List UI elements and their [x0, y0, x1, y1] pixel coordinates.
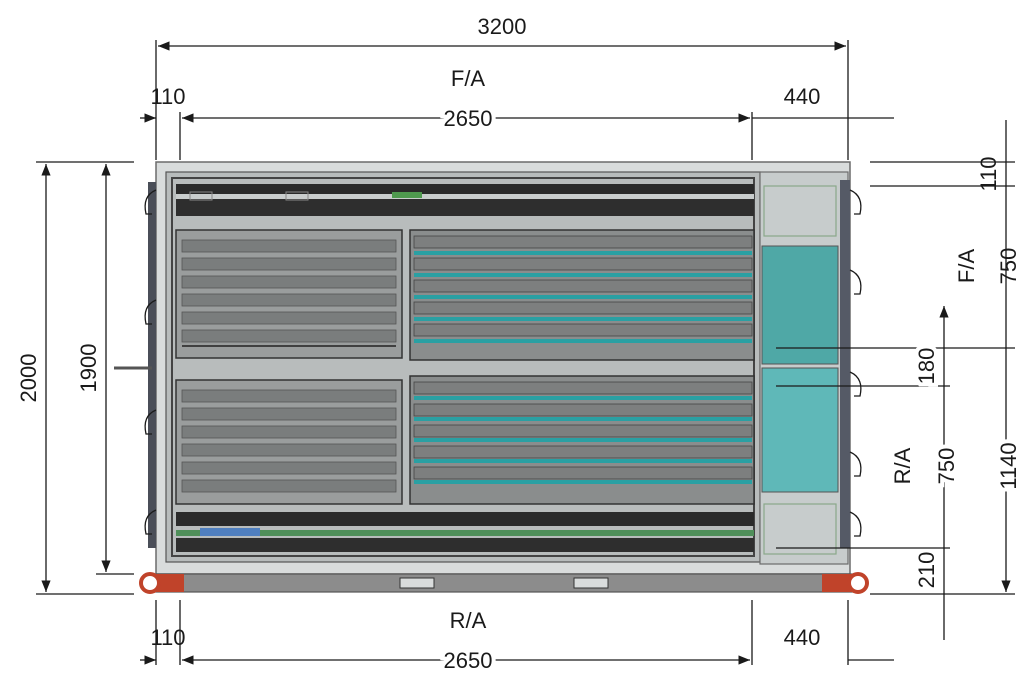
top-rail [176, 184, 754, 216]
right-front-label: F/A [954, 249, 979, 284]
right-lower-module [409, 375, 755, 505]
right-upper-module [409, 229, 755, 361]
right-top-offset-label: 110 [976, 156, 1001, 191]
right-rear-span-label: 750 [934, 448, 959, 485]
right-rear-section-label: 1140 [996, 442, 1021, 489]
left-lower-module [175, 379, 403, 505]
rear-axle-label: R/A [450, 608, 487, 633]
left-upper-module [175, 229, 403, 359]
front-axle-label: F/A [451, 66, 486, 91]
right-side-clips [849, 189, 862, 537]
bottom-right-offset-label: 440 [784, 625, 821, 650]
bottom-rail [176, 512, 754, 552]
inner-height-label: 1900 [76, 344, 101, 393]
top-right-offset-label: 440 [784, 84, 821, 109]
bottom-left-offset-label: 110 [150, 625, 185, 650]
overall-height-label: 2000 [16, 354, 41, 403]
rear-bumper [139, 572, 869, 594]
right-front-span-label: 750 [996, 248, 1021, 285]
right-bottom-offset-label: 210 [914, 552, 939, 589]
extension-lines [36, 40, 1015, 665]
left-side-clips [114, 182, 157, 548]
overall-width-label: 3200 [478, 14, 527, 39]
bottom-inner-width-label: 2650 [444, 648, 493, 673]
right-compartment [759, 171, 850, 565]
top-inner-width-label: 2650 [444, 106, 493, 131]
top-left-offset-label: 110 [150, 84, 185, 109]
right-rear-label: R/A [890, 447, 915, 484]
right-middle-gap-label: 180 [914, 348, 939, 385]
